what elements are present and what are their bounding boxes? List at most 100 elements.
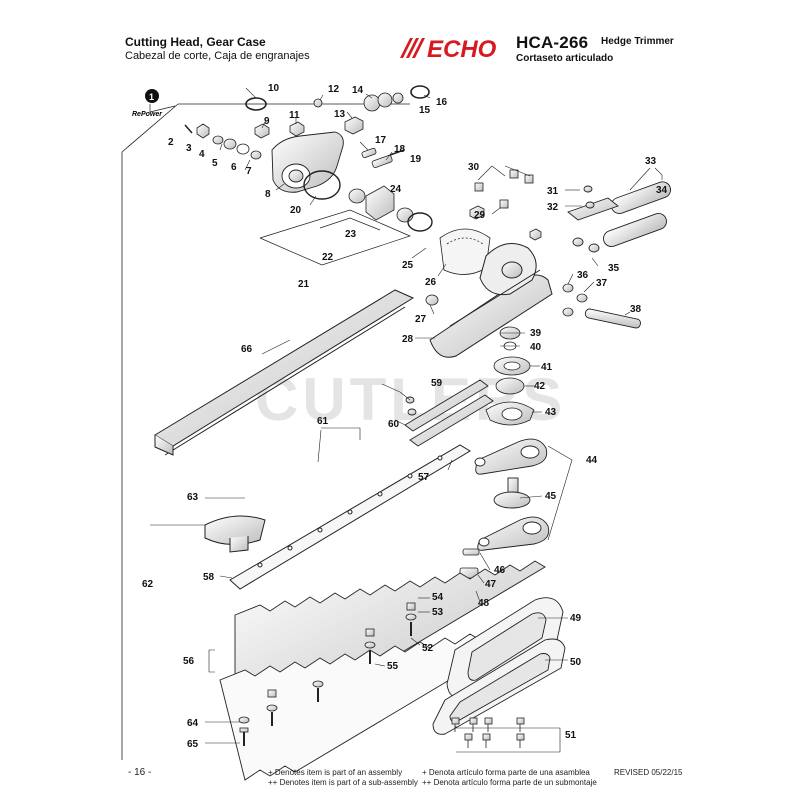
note-assembly-es: + Denota artículo forma parte de una asa… (422, 768, 590, 777)
callout-51: 51 (565, 730, 577, 741)
model-name-spanish: Cortaseto articulado (516, 53, 614, 64)
callout-10: 10 (268, 83, 280, 94)
callout-34: 34 (656, 185, 668, 196)
callout-11: 11 (289, 110, 300, 121)
callout-28: 28 (402, 334, 414, 345)
callout-47: 47 (485, 579, 497, 590)
blade-bar (229, 444, 471, 590)
bevel-gear (348, 185, 433, 232)
note-subassembly-en: ++ Denotes item is part of a sub-assembl… (268, 778, 418, 787)
callout-53: 53 (432, 607, 444, 618)
callout-26: 26 (425, 277, 437, 288)
callout-31: 31 (547, 186, 559, 197)
revision-date: REVISED 05/22/15 (614, 768, 683, 777)
callout-29: 29 (474, 210, 486, 221)
note-assembly-en: + Denotes item is part of an assembly (268, 768, 403, 777)
callout-22: 22 (322, 252, 334, 263)
callout-23: 23 (345, 229, 357, 240)
callout-45: 45 (545, 491, 557, 502)
drive-gear-stack (485, 326, 535, 426)
callout-66: 66 (241, 344, 253, 355)
callout-42: 42 (534, 381, 546, 392)
callout-9: 9 (264, 116, 270, 127)
title-spanish: Cabezal de corte, Caja de engranajes (125, 50, 310, 62)
callout-35: 35 (608, 263, 620, 274)
callout-40: 40 (530, 342, 542, 353)
callout-61: 61 (317, 416, 329, 427)
repower-badge: 1 RePower (132, 89, 176, 118)
callout-56: 56 (183, 656, 195, 667)
model-header: ECHO HCA-266 Hedge Trimmer Cortaseto art… (398, 32, 698, 68)
callout-4: 4 (199, 149, 205, 160)
callout-2: 2 (168, 137, 174, 148)
blade-fasteners (238, 602, 417, 746)
gear-case-hardware (184, 85, 430, 169)
part-callouts: 2 3 4 5 6 7 8 9 10 11 12 13 14 15 16 17 … (142, 83, 668, 750)
svg-text:1: 1 (149, 92, 154, 102)
callout-17: 17 (375, 135, 387, 146)
callout-62: 62 (142, 579, 154, 590)
page-number: - 16 - (128, 767, 152, 778)
connecting-rods (474, 438, 550, 551)
callout-30: 30 (468, 162, 480, 173)
callout-18: 18 (394, 144, 406, 155)
callout-64: 64 (187, 718, 199, 729)
callout-33: 33 (645, 156, 657, 167)
callout-65: 65 (187, 739, 199, 750)
gasket-screws (451, 717, 525, 748)
callout-38: 38 (630, 304, 642, 315)
callout-39: 39 (530, 328, 542, 339)
callout-60: 60 (388, 419, 400, 430)
callout-63: 63 (187, 492, 199, 503)
callout-49: 49 (570, 613, 582, 624)
callout-44: 44 (586, 455, 598, 466)
callout-5: 5 (212, 158, 218, 169)
svg-text:RePower: RePower (132, 111, 163, 118)
fasteners-upper (425, 169, 588, 317)
callout-6: 6 (231, 162, 237, 173)
callout-32: 32 (547, 202, 559, 213)
footer-notes-english: + Denotes item is part of an assembly ++… (268, 768, 418, 788)
callout-27: 27 (415, 314, 427, 325)
page-title: Cutting Head, Gear Case Cabezal de corte… (125, 35, 310, 62)
title-english: Cutting Head, Gear Case (125, 35, 266, 49)
callout-19: 19 (410, 154, 422, 165)
callout-15: 15 (419, 105, 431, 116)
callout-50: 50 (570, 657, 582, 668)
sub-assembly-brackets (259, 209, 411, 266)
callout-57: 57 (418, 472, 430, 483)
gaskets (432, 597, 566, 735)
gear-case-housing (271, 131, 344, 200)
handle-bracket (567, 181, 672, 253)
callout-54: 54 (432, 592, 444, 603)
blade-cover (154, 289, 415, 456)
callout-3: 3 (186, 143, 192, 154)
callout-58: 58 (203, 572, 215, 583)
callout-36: 36 (577, 270, 589, 281)
model-number: HCA-266 (516, 33, 589, 52)
callout-8: 8 (265, 189, 271, 200)
model-name-english: Hedge Trimmer (601, 36, 674, 47)
callout-21: 21 (298, 279, 310, 290)
footer-notes-spanish: + Denota artículo forma parte de una asa… (422, 768, 597, 788)
callout-41: 41 (541, 362, 553, 373)
brand-text: ECHO (427, 36, 497, 63)
callout-55: 55 (387, 661, 399, 672)
callout-43: 43 (545, 407, 557, 418)
callout-48: 48 (478, 598, 490, 609)
callout-16: 16 (436, 97, 448, 108)
callout-12: 12 (328, 84, 340, 95)
blade-tip-guard (204, 515, 266, 553)
blade-guide-plates (404, 379, 494, 447)
callout-20: 20 (290, 205, 302, 216)
note-subassembly-es: ++ Denota artículo forma parte de un sub… (422, 778, 597, 787)
callout-7: 7 (246, 166, 252, 177)
long-pin (584, 308, 641, 329)
callout-37: 37 (596, 278, 608, 289)
echo-logo: ECHO (400, 36, 497, 63)
callout-59: 59 (431, 378, 443, 389)
callout-24: 24 (390, 184, 402, 195)
gear-case-body (429, 243, 553, 358)
callout-14: 14 (352, 85, 364, 96)
